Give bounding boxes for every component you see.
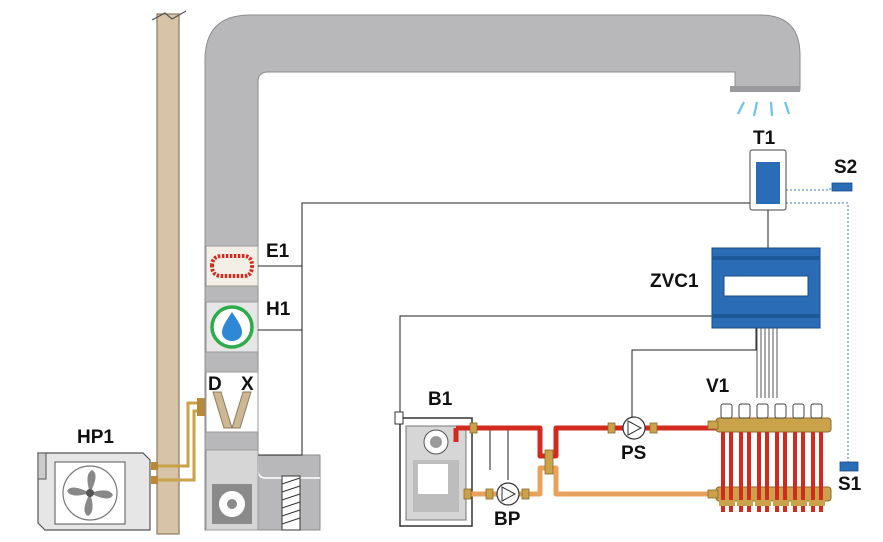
label-hp1: HP1 xyxy=(77,427,114,448)
label-bp: BP xyxy=(494,509,521,530)
sensor-wiring xyxy=(786,187,849,462)
sensor-s1 xyxy=(839,461,859,472)
refrigerant-lines xyxy=(150,398,205,484)
pump-ps xyxy=(622,416,646,440)
label-e1: E1 xyxy=(266,241,290,262)
label-v1: V1 xyxy=(706,376,730,397)
air-duct xyxy=(204,14,801,531)
dx-coil xyxy=(205,371,259,433)
sensor-s2 xyxy=(831,182,853,192)
fan-icon xyxy=(67,470,113,516)
pump-bp xyxy=(496,482,520,506)
label-t1: T1 xyxy=(753,128,776,149)
control-wiring xyxy=(258,202,769,480)
label-b1: B1 xyxy=(428,389,453,410)
pipe-fittings xyxy=(463,422,658,500)
heat-pump-outdoor-unit xyxy=(37,452,151,531)
manifold-actuator-wires xyxy=(756,328,778,398)
manifold-v1 xyxy=(707,403,832,512)
label-h1: H1 xyxy=(266,299,291,320)
label-s1: S1 xyxy=(838,474,862,495)
zone-valve-controller xyxy=(711,247,821,329)
loop-fittings xyxy=(719,500,825,506)
label-ps: PS xyxy=(621,443,646,464)
zone-actuators xyxy=(720,403,823,419)
air-handler-unit xyxy=(205,449,301,531)
thermostat xyxy=(749,149,787,211)
electric-heater-coil xyxy=(205,245,259,287)
water-drop-icon xyxy=(222,312,242,341)
building-wall xyxy=(151,10,187,535)
supply-piping xyxy=(453,425,720,459)
boiler xyxy=(394,411,473,527)
label-s2: S2 xyxy=(834,157,857,178)
humidifier xyxy=(205,301,259,353)
label-d: D xyxy=(208,374,222,395)
label-x: X xyxy=(241,374,254,395)
label-zvc1: ZVC1 xyxy=(650,271,699,292)
radiant-loops xyxy=(721,432,823,512)
air-outlet-icon xyxy=(737,101,791,117)
